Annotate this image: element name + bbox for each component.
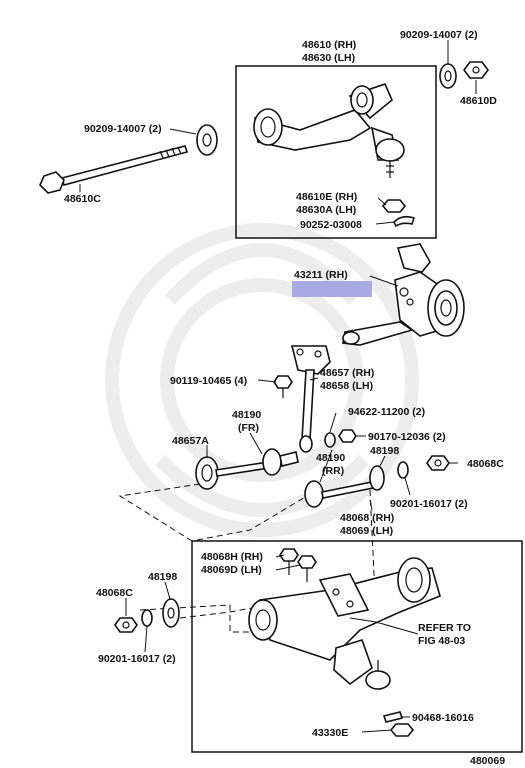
upper-control-arm [253,83,405,178]
front-cushion-assembly [215,448,299,477]
label-knuckle-rh: 43211 (RH) [294,269,348,281]
cam-washer-left [141,609,153,627]
steering-knuckle [342,243,465,346]
rear-cushion-assembly [304,480,374,508]
label-washer-left: 90209-14007 (2) [84,123,162,135]
labels: 48610 (RH) 48630 (LH) 90209-14007 (2) 48… [64,29,505,767]
label-upper-arm-lh: 48630 (LH) [302,52,355,64]
label-nut-lower: 43330E [312,727,348,739]
label-retainer: 48657A [172,435,209,447]
label-strut-rh: 48657 (RH) [320,367,374,379]
upper-arm-frame [235,65,437,239]
label-nut-strut: 90170-12036 (2) [368,431,446,443]
label-cushion-rr-num: 48190 [316,452,345,464]
label-nut-cam-left: 48068C [96,587,133,599]
label-cam-plate-right: 48198 [370,445,399,457]
leader-lines [79,40,477,733]
label-strut-lh: 48658 (LH) [320,380,373,392]
label-cotter-lower: 90468-16016 [412,712,474,724]
strut-nut [338,429,357,443]
label-washer-strut: 94622-11200 (2) [348,406,425,418]
retainer-48657a [195,456,219,490]
label-cushion-rr-pos: (RR) [322,465,344,477]
watermark-emblem [105,223,419,537]
upper-nut-right [463,61,489,79]
highlight-box[interactable] [292,281,372,297]
upper-washer-left [196,124,218,156]
label-nut-cam-right: 48068C [467,458,504,470]
label-fig-ref: FIG 48-03 [418,635,465,647]
strut-bar [290,345,331,453]
label-washer-top-right: 90209-14007 (2) [400,29,478,41]
cam-washer-right [397,461,409,479]
upper-castle-nut [381,199,407,213]
label-refer-to: REFER TO [418,622,471,634]
cam-plate-left [162,598,180,628]
cam-plate-right [369,465,385,491]
upper-cotter-pin [393,215,416,228]
upper-long-bolt [39,145,189,194]
lower-bolts [279,548,317,582]
label-bolt-upper: 48610C [64,193,101,205]
label-washer-cam-left: 90201-16017 (2) [98,653,176,665]
label-bolt-lower-lh: 48069D (LH) [201,564,262,576]
label-cam-plate-left: 48198 [148,571,177,583]
upper-washer-right [439,63,457,89]
label-lower-arm-rh: 48068 (RH) [340,512,394,524]
strut-bolt [273,375,293,398]
label-nut-upper-right: 48610D [460,95,497,107]
label-cushion-fr-num: 48190 [232,409,261,421]
label-upper-arm-rh: 48610 (RH) [302,39,356,51]
label-bolt-strut: 90119-10465 (4) [170,375,247,387]
label-bolt-lower-rh: 48068H (RH) [201,551,263,563]
label-nut-upper-rh: 48610E (RH) [296,191,357,203]
lower-control-arm [248,557,441,690]
lower-cotter-pin [382,711,404,723]
cam-nut-left [114,617,138,633]
lower-castle-nut [389,723,415,737]
label-washer-cam-right: 90201-16017 (2) [390,498,468,510]
cam-nut-right [426,455,450,471]
label-diagram-id: 480069 [470,755,505,767]
label-cushion-fr-pos: (FR) [238,422,259,434]
label-nut-upper-lh: 48630A (LH) [296,204,356,216]
label-cotter-upper: 90252-03008 [300,219,362,231]
label-lower-arm-lh: 48069 (LH) [340,525,393,537]
lower-arm-frame [191,540,523,753]
strut-washer [324,432,336,448]
